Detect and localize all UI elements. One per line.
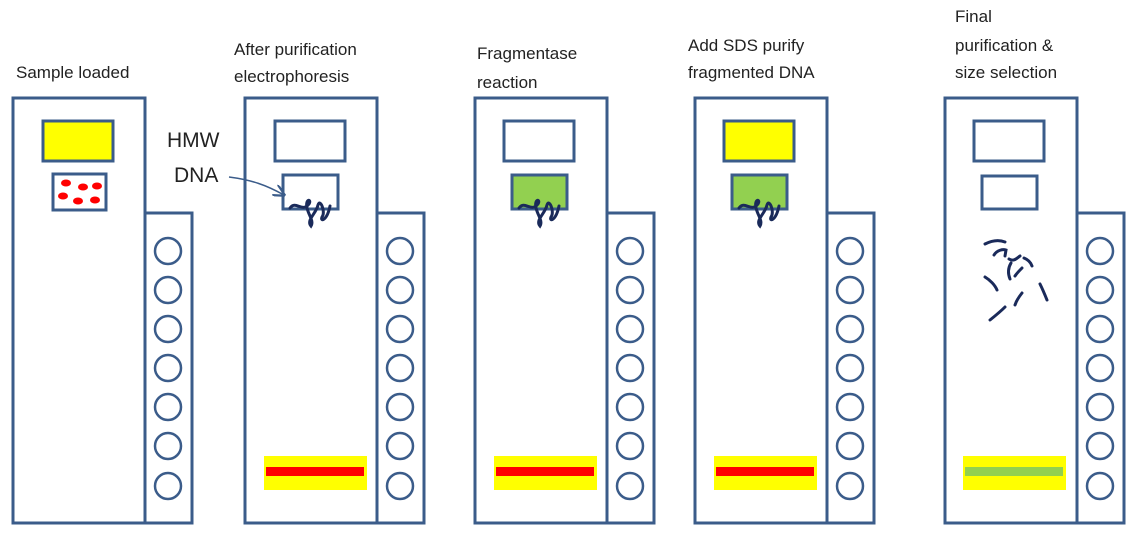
dna-fragment — [1013, 266, 1024, 278]
port-circle — [385, 471, 415, 501]
panel-4-dna — [737, 198, 781, 229]
dna-fragment — [1007, 261, 1013, 281]
panel-5-sample-well — [980, 174, 1039, 211]
port-circle — [615, 392, 645, 422]
panel-2-sample-well — [281, 173, 340, 211]
panel-4: Add SDS purify fragmented DNA — [688, 36, 876, 525]
port-circle — [385, 392, 415, 422]
panel-3-dna — [517, 198, 561, 229]
panel-1-red-dots — [58, 179, 102, 205]
port-circle — [615, 275, 645, 305]
panel-3-ports — [615, 236, 645, 501]
panel-1: Sample loaded — [11, 63, 194, 525]
panel-3-title-line-1: Fragmentase — [477, 44, 577, 63]
panel-1-ports — [153, 236, 183, 501]
port-circle — [385, 236, 415, 266]
panel-4-band — [716, 467, 814, 476]
port-circle — [835, 275, 865, 305]
panel-1-sample-well — [51, 172, 108, 212]
port-circle — [1085, 275, 1115, 305]
port-circle — [385, 431, 415, 461]
red-dot — [78, 183, 88, 191]
panel-3: Fragmentase reaction — [473, 44, 656, 525]
panel-2-band — [266, 467, 364, 476]
port-circle — [835, 431, 865, 461]
dna-fragment — [1007, 254, 1022, 262]
panel-4-title-line-2: fragmented DNA — [688, 63, 815, 82]
port-circle — [615, 471, 645, 501]
panel-3-band — [496, 467, 594, 476]
panel-2-frame — [243, 96, 379, 525]
port-circle — [1085, 314, 1115, 344]
port-circle — [153, 275, 183, 305]
panel-2: After purification electrophoresis — [234, 40, 426, 525]
panel-4-title-line-1: Add SDS purify — [688, 36, 805, 55]
port-circle — [153, 236, 183, 266]
annotation-line-1: HMW — [167, 129, 220, 152]
port-circle — [1085, 353, 1115, 383]
panel-3-title-line-2: reaction — [477, 73, 537, 92]
panel-4-ports — [835, 236, 865, 501]
panel-2-hmw-dna — [288, 198, 332, 229]
panel-3-sample-well — [510, 173, 569, 211]
red-dot — [61, 179, 71, 187]
dna-fragment — [983, 239, 1007, 246]
port-circle — [153, 314, 183, 344]
port-circle — [385, 314, 415, 344]
panel-5-title-line-1: Final — [955, 7, 992, 26]
panel-1-frame — [11, 96, 147, 525]
port-circle — [615, 314, 645, 344]
port-circle — [153, 392, 183, 422]
panel-5-title-line-2: purification & — [955, 36, 1054, 55]
panel-5-dna-fragments — [983, 239, 1049, 322]
port-circle — [835, 236, 865, 266]
dna-fragment — [992, 248, 1008, 258]
port-circle — [385, 353, 415, 383]
panel-2-title-line-1: After purification — [234, 40, 357, 59]
port-circle — [1085, 431, 1115, 461]
panel-2-title-line-2: electrophoresis — [234, 67, 349, 86]
panel-5-loading-well — [972, 119, 1046, 163]
panel-3-frame — [473, 96, 609, 525]
dna-fragment — [1022, 256, 1034, 268]
annotation-line-2: DNA — [174, 164, 218, 187]
panel-3-loading-well — [502, 119, 576, 163]
dna-fragment — [1038, 282, 1049, 302]
port-circle — [835, 471, 865, 501]
panel-1-loading-well — [41, 119, 115, 163]
panel-5-band — [965, 467, 1063, 476]
red-dot — [73, 197, 83, 205]
port-circle — [835, 353, 865, 383]
port-circle — [835, 314, 865, 344]
port-circle — [153, 353, 183, 383]
port-circle — [153, 431, 183, 461]
red-dot — [92, 182, 102, 190]
panel-2-loading-well — [273, 119, 347, 163]
port-circle — [835, 392, 865, 422]
port-circle — [615, 353, 645, 383]
panel-5-ports — [1085, 236, 1115, 501]
port-circle — [615, 236, 645, 266]
panel-1-title-line-1: Sample loaded — [16, 63, 129, 82]
red-dot — [90, 196, 100, 204]
panel-5: Final purification & size selection — [943, 7, 1126, 525]
panel-2-ports — [385, 236, 415, 501]
port-circle — [615, 431, 645, 461]
dna-fragment — [1013, 291, 1024, 307]
panel-4-loading-well — [722, 119, 796, 163]
dna-fragment — [988, 305, 1007, 322]
red-dot — [58, 192, 68, 200]
annotation-arrow — [228, 176, 284, 195]
hmw-dna-annotation: HMW DNA — [167, 129, 284, 195]
port-circle — [153, 471, 183, 501]
port-circle — [385, 275, 415, 305]
port-circle — [1085, 471, 1115, 501]
panel-5-title-line-3: size selection — [955, 63, 1057, 82]
port-circle — [1085, 236, 1115, 266]
dna-fragment — [983, 275, 999, 292]
port-circle — [1085, 392, 1115, 422]
